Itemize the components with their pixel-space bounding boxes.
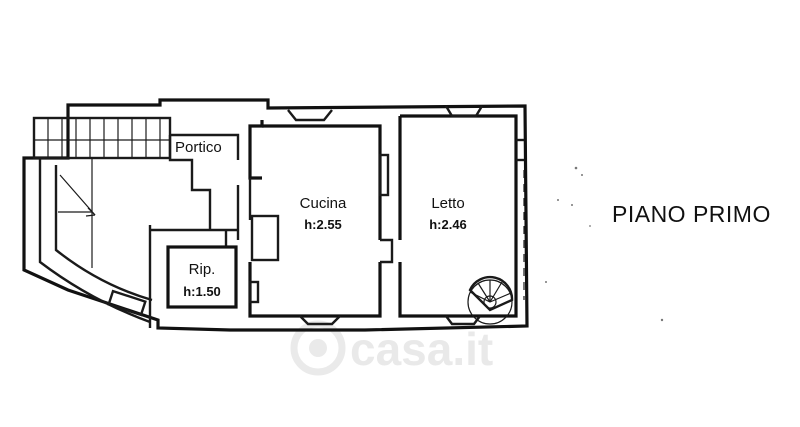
cucina-walls: [248, 109, 394, 326]
spiral-staircase: [467, 275, 514, 325]
portico-walls: [148, 133, 240, 328]
portico-label: Portico: [175, 139, 222, 156]
entrance-ramp: [38, 158, 153, 324]
scan-specks: [545, 166, 664, 322]
plan-title: PIANO PRIMO: [612, 201, 771, 227]
rip-room-outline: [166, 245, 238, 309]
rip-label: Rip.: [189, 261, 216, 278]
letto-height: h:2.46: [429, 217, 467, 232]
staircase: [32, 116, 172, 217]
cucina-height: h:2.55: [304, 217, 342, 232]
rip-height: h:1.50: [183, 284, 221, 299]
letto-walls: [398, 105, 525, 326]
building-outline: [22, 98, 529, 332]
watermark-text: casa.it: [350, 323, 493, 375]
cucina-label: Cucina: [300, 195, 347, 212]
letto-label: Letto: [431, 195, 464, 212]
watermark: casa.it: [290, 320, 493, 376]
